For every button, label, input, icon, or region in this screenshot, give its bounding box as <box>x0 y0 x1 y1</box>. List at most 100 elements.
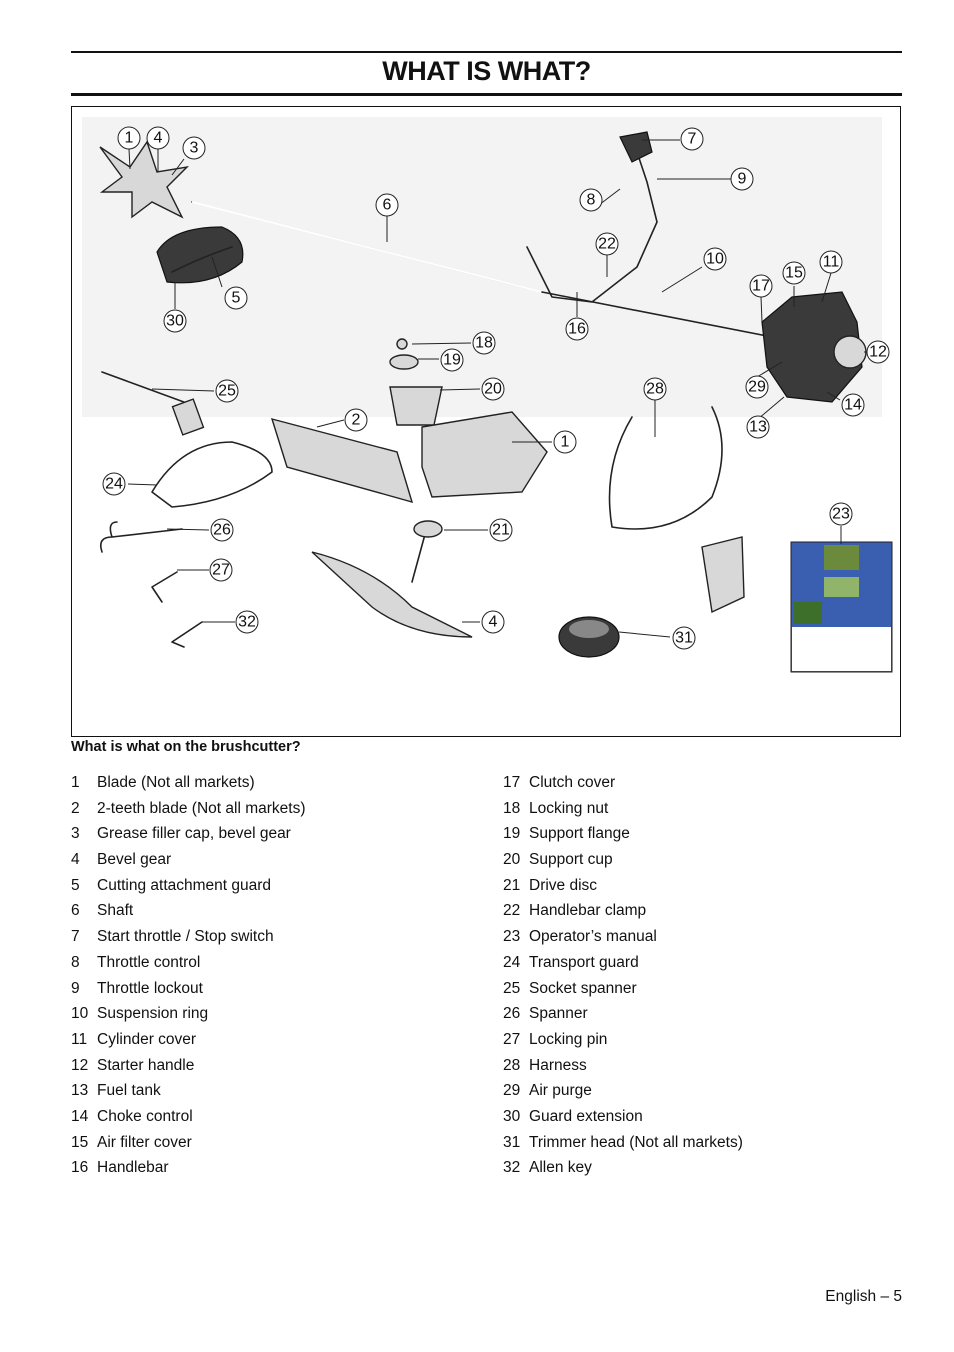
part-label: Support flange <box>529 825 630 843</box>
part-label: Handlebar <box>97 1159 169 1177</box>
callouts: 1 4 3 6 7 9 8 22 10 11 15 17 12 16 5 30 … <box>102 126 890 650</box>
part-number: 17 <box>503 774 521 791</box>
engine-drawing <box>761 291 863 403</box>
callout-3: 3 <box>182 136 206 160</box>
svg-text:6: 6 <box>383 197 392 214</box>
svg-text:22: 22 <box>598 236 616 253</box>
four-tooth-blade-drawing <box>421 411 548 498</box>
svg-text:12: 12 <box>869 344 887 361</box>
part-label: Throttle control <box>97 953 201 971</box>
callout-30: 30 <box>163 309 187 333</box>
figure-caption: What is what on the brushcutter? <box>71 739 301 755</box>
harness-drawing <box>608 406 723 530</box>
leader-lines <box>127 139 866 638</box>
callout-12: 12 <box>866 340 890 364</box>
part-label: Cylinder cover <box>97 1030 197 1048</box>
part-number: 21 <box>503 876 521 894</box>
part-number: 25 <box>503 979 521 997</box>
svg-text:3: 3 <box>190 140 199 157</box>
locking-pin-drawing <box>151 571 178 603</box>
part-label: Transport guard <box>529 953 639 971</box>
svg-text:13: 13 <box>749 419 767 436</box>
callout-14: 14 <box>841 393 865 417</box>
manual-cover-panel <box>792 627 891 671</box>
bevel-gear-guard-drawing <box>311 551 473 638</box>
part-label: Fuel tank <box>97 1082 161 1100</box>
support-cup-drawing <box>389 386 443 426</box>
svg-text:7: 7 <box>688 131 697 148</box>
svg-text:30: 30 <box>166 313 184 330</box>
page-title: WHAT IS WHAT? <box>382 56 591 86</box>
part-label: Blade (Not all markets) <box>97 774 255 791</box>
part-label: Locking pin <box>529 1030 608 1048</box>
svg-text:4: 4 <box>154 130 163 147</box>
part-number: 22 <box>503 902 521 920</box>
part-label: Bevel gear <box>97 851 172 869</box>
callout-22: 22 <box>595 232 619 256</box>
socket-spanner-head <box>171 398 205 436</box>
svg-text:21: 21 <box>492 522 510 539</box>
part-list-item: 16 Handlebar <box>71 1155 491 1181</box>
part-label: Shaft <box>97 902 134 920</box>
handlebar-drawing <box>526 136 658 303</box>
part-label: Trimmer head (Not all markets) <box>529 1133 743 1151</box>
part-number: 20 <box>503 851 521 869</box>
svg-text:18: 18 <box>475 335 493 352</box>
part-number: 19 <box>503 825 521 843</box>
svg-text:16: 16 <box>568 321 586 338</box>
part-number: 13 <box>71 1082 89 1100</box>
callout-2: 2 <box>344 408 368 432</box>
part-label: Allen key <box>529 1159 592 1177</box>
callout-19: 19 <box>440 348 464 372</box>
callout-20: 20 <box>481 377 505 401</box>
part-number: 16 <box>71 1159 89 1177</box>
svg-text:11: 11 <box>823 254 840 271</box>
starter-drawing <box>833 335 867 369</box>
manual-photo-1 <box>824 545 859 570</box>
part-label: Air filter cover <box>97 1133 192 1151</box>
part-list-item: 13 Fuel tank <box>71 1078 491 1104</box>
part-number: 6 <box>71 902 80 920</box>
drive-disc-drawing <box>413 520 443 538</box>
svg-text:17: 17 <box>752 278 770 295</box>
callout-5: 5 <box>224 286 248 310</box>
svg-text:27: 27 <box>212 562 230 579</box>
two-teeth-blade-drawing <box>270 417 414 504</box>
callout-31: 31 <box>672 626 696 650</box>
part-label: Choke control <box>97 1107 193 1125</box>
svg-text:31: 31 <box>675 630 693 647</box>
part-label: Throttle lockout <box>97 979 203 997</box>
part-list-item: 25 Socket spanner <box>503 976 923 1002</box>
part-label: Starter handle <box>97 1056 195 1074</box>
part-label: Socket spanner <box>529 979 637 997</box>
part-label: 2-teeth blade (Not all markets) <box>97 799 306 817</box>
svg-text:25: 25 <box>218 383 236 400</box>
spanner-head <box>99 521 118 553</box>
part-label: Guard extension <box>529 1107 643 1125</box>
guard-stripe <box>171 246 233 273</box>
svg-text:4: 4 <box>489 614 498 631</box>
part-label: Operator’s manual <box>529 928 657 946</box>
svg-text:8: 8 <box>587 192 596 209</box>
parts-illustration: 1 4 3 6 7 9 8 22 10 11 15 17 12 16 5 30 … <box>71 106 901 737</box>
svg-text:9: 9 <box>738 171 747 188</box>
svg-text:28: 28 <box>646 381 664 398</box>
